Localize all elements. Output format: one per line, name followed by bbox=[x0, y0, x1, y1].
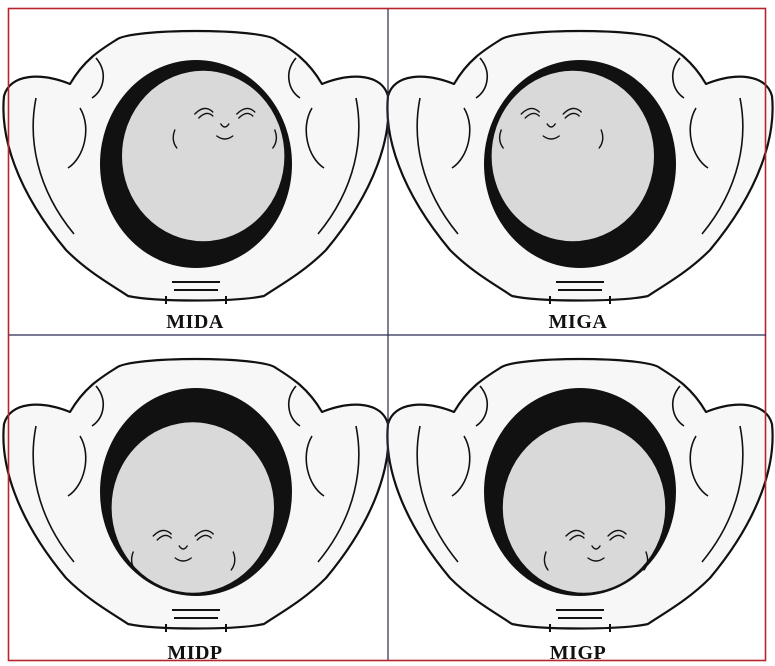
panel-label-midp: MIDP bbox=[95, 642, 295, 665]
fetal-head bbox=[491, 70, 655, 242]
panel-label-migp: MIGP bbox=[478, 642, 678, 665]
fetal-head bbox=[111, 422, 275, 594]
panel-label-miga: MIGA bbox=[478, 311, 678, 334]
fetal-head bbox=[121, 70, 285, 242]
panel-label-mida: MIDA bbox=[95, 311, 295, 334]
fetal-head bbox=[502, 422, 666, 594]
